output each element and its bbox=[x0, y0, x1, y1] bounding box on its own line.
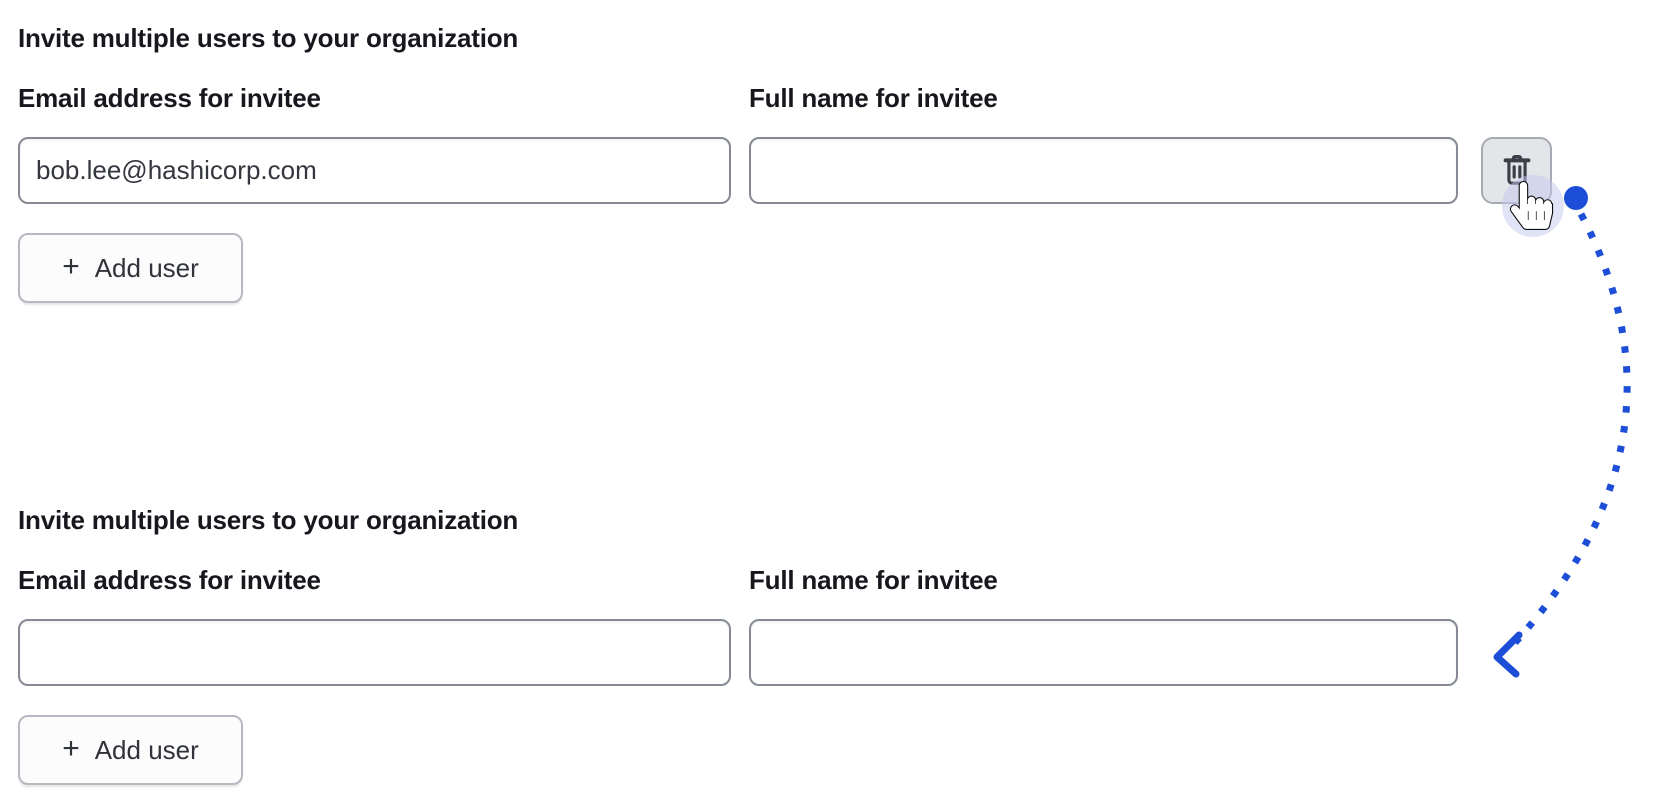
email-label: Email address for invitee bbox=[18, 565, 321, 595]
section-heading: Invite multiple users to your organizati… bbox=[18, 505, 519, 535]
trash-icon bbox=[1498, 152, 1536, 190]
email-label: Email address for invitee bbox=[18, 83, 321, 113]
section-heading: Invite multiple users to your organizati… bbox=[18, 23, 519, 53]
field-labels-row: Email address for invitee Full name for … bbox=[18, 567, 1672, 593]
add-user-button[interactable]: + Add user bbox=[18, 233, 243, 303]
full-name-input[interactable] bbox=[749, 137, 1458, 204]
add-user-button[interactable]: + Add user bbox=[18, 715, 243, 785]
invitee-inputs-row bbox=[18, 619, 1672, 686]
invite-users-section-2: Invite multiple users to your organizati… bbox=[18, 507, 1672, 785]
add-user-button-label: Add user bbox=[94, 252, 199, 283]
email-input[interactable] bbox=[18, 619, 731, 686]
email-input[interactable] bbox=[18, 137, 731, 204]
plus-icon: + bbox=[62, 732, 80, 765]
full-name-label: Full name for invitee bbox=[749, 83, 998, 113]
full-name-label: Full name for invitee bbox=[749, 565, 998, 595]
add-user-button-label: Add user bbox=[94, 734, 199, 765]
invitee-inputs-row bbox=[18, 137, 1672, 204]
plus-icon: + bbox=[62, 250, 80, 283]
full-name-input[interactable] bbox=[749, 619, 1458, 686]
delete-invitee-button[interactable] bbox=[1481, 137, 1552, 204]
field-labels-row: Email address for invitee Full name for … bbox=[18, 85, 1672, 111]
invite-users-section-1: Invite multiple users to your organizati… bbox=[18, 25, 1672, 303]
